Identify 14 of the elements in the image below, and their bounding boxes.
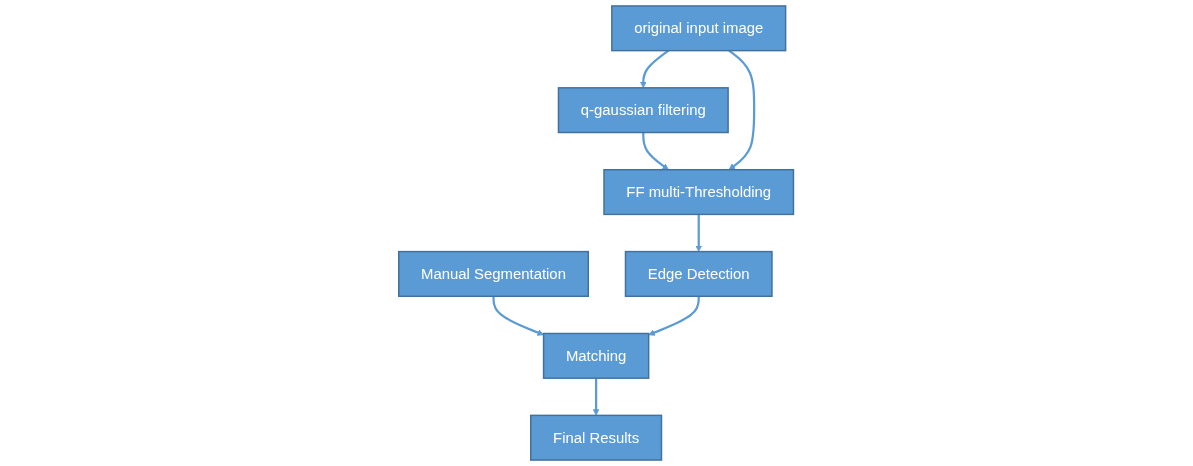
arrow: [640, 49, 670, 89]
arrow: [593, 378, 600, 416]
arrow: [695, 214, 703, 252]
node-box: q-gaussian filtering: [558, 87, 730, 134]
node-box: FF multi-Thresholding: [603, 169, 795, 216]
node-box: Final Results: [530, 414, 663, 461]
node-box: original input image: [611, 5, 787, 52]
arrow: [642, 132, 670, 170]
node-box: Edge Detection: [625, 250, 774, 297]
arrow: [648, 296, 701, 336]
arrow: [728, 49, 756, 170]
node-box: Matching: [543, 332, 650, 379]
node-box: Manual Segmentation: [398, 250, 590, 297]
arrow: [492, 296, 545, 336]
